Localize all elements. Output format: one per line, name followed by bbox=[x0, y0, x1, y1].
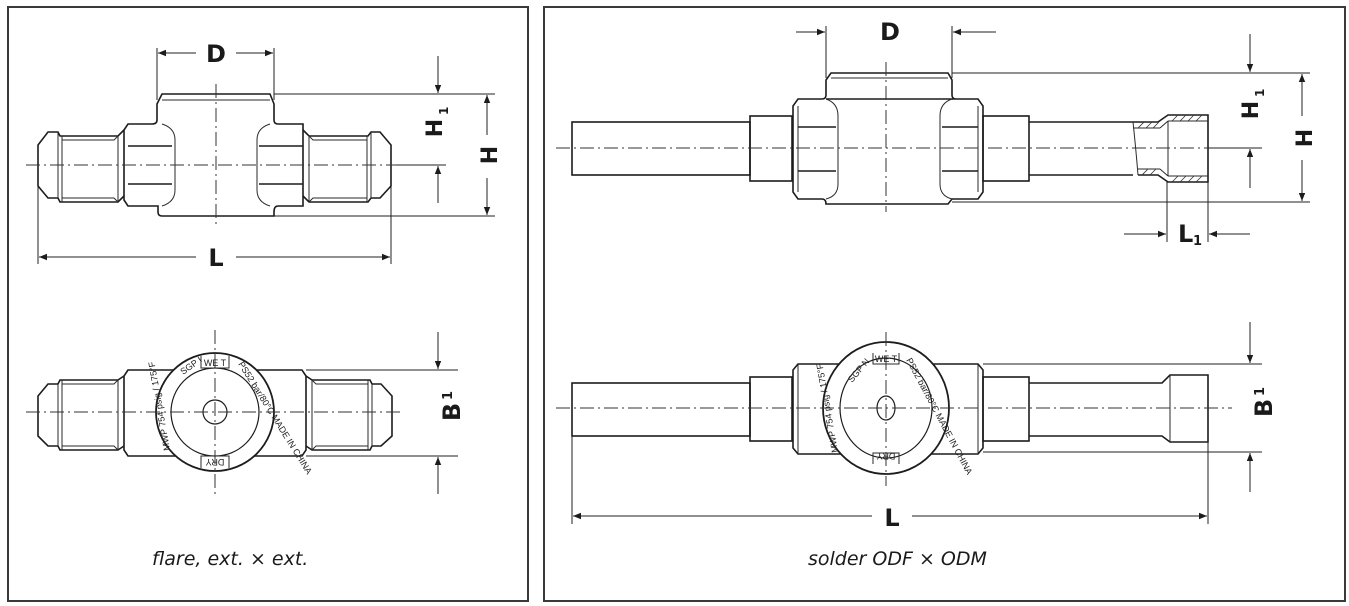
svg-text:1: 1 bbox=[441, 391, 456, 400]
dim-label-h1: H 1 bbox=[423, 107, 451, 138]
panel-solder bbox=[543, 6, 1346, 602]
ring-text-wet-solder: WE T bbox=[875, 354, 898, 364]
ring-text-dry: DRY bbox=[206, 457, 225, 467]
solder-side-view bbox=[556, 26, 1310, 242]
dim-label-l: L bbox=[208, 244, 223, 272]
caption-solder: solder ODF × ODM bbox=[808, 548, 987, 570]
dim-label-b1: B 1 bbox=[438, 391, 466, 421]
ring-text-dry-solder: DRY bbox=[877, 451, 896, 461]
svg-text:1: 1 bbox=[1253, 387, 1268, 396]
svg-text:H: H bbox=[1239, 101, 1264, 119]
svg-text:H: H bbox=[478, 146, 503, 164]
dim-label-b1-solder: B 1 bbox=[1250, 387, 1278, 417]
svg-text:B: B bbox=[438, 403, 466, 421]
solder-top-view bbox=[556, 322, 1262, 524]
dim-label-d-solder: D bbox=[880, 18, 900, 46]
dim-label-h1-solder: H 1 bbox=[1239, 89, 1267, 120]
flare-side-view bbox=[26, 48, 495, 264]
svg-text:B: B bbox=[1250, 399, 1278, 417]
dim-label-d: D bbox=[206, 40, 226, 68]
ring-text-wet: WE T bbox=[204, 358, 227, 368]
svg-text:1: 1 bbox=[1193, 234, 1202, 249]
dim-label-h: H bbox=[478, 146, 503, 164]
dim-label-l1: L 1 bbox=[1178, 220, 1202, 249]
svg-text:H: H bbox=[423, 119, 448, 137]
panel-flare-border bbox=[7, 6, 529, 602]
dim-b1-flare bbox=[306, 332, 458, 494]
svg-text:L: L bbox=[1178, 220, 1193, 248]
svg-text:1: 1 bbox=[1253, 89, 1267, 97]
caption-flare: flare, ext. × ext. bbox=[152, 548, 309, 570]
dim-label-h-solder: H bbox=[1293, 129, 1318, 147]
svg-text:H: H bbox=[1293, 129, 1318, 147]
svg-text:1: 1 bbox=[437, 107, 451, 115]
flare-top-view bbox=[26, 330, 404, 496]
dim-label-l-solder: L bbox=[884, 504, 899, 532]
panel-flare bbox=[7, 6, 529, 602]
